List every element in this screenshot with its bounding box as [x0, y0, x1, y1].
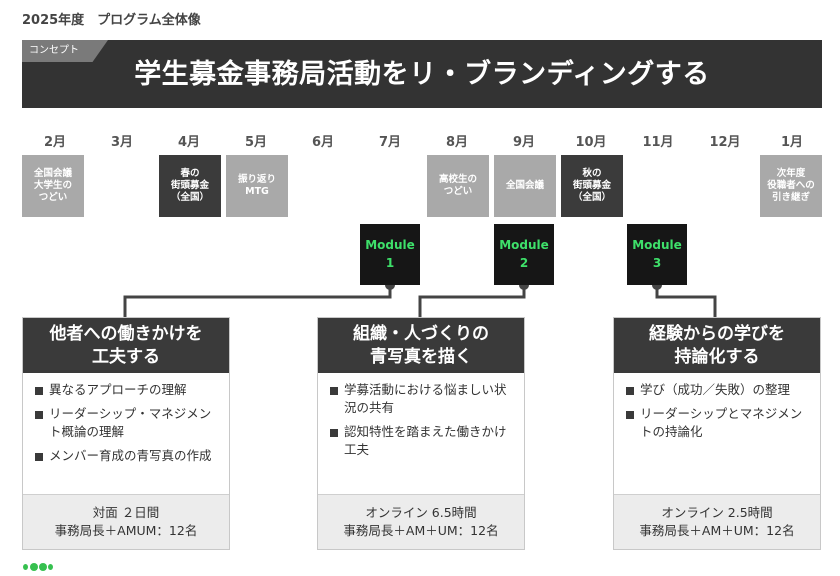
card-footer: オンライン 6.5時間 事務局長＋AM＋UM：12名	[318, 494, 524, 549]
card-format: オンライン 6.5時間	[365, 504, 477, 520]
card-footer: オンライン 2.5時間 事務局長＋AM＋UM：12名	[614, 494, 820, 549]
month-label: 3月	[110, 135, 134, 150]
list-item: リーダーシップ・マネジメント概論の理解	[35, 405, 219, 441]
month-label: 4月	[177, 135, 201, 150]
card-item-list: 学び（成功／失敗）の整理 リーダーシップとマネジメントの持論化	[614, 373, 820, 441]
logo-dot	[48, 564, 53, 570]
module-label: Module	[499, 238, 549, 253]
month-label: 2月	[43, 135, 67, 150]
event-box: 全国会議	[494, 155, 556, 217]
module-1-badge: Module 1	[360, 224, 420, 285]
event-box: 振り返り MTG	[226, 155, 288, 217]
card-title-line: 組織・人づくりの	[353, 323, 489, 344]
event-box: 秋の 街頭募金 （全国）	[561, 155, 623, 217]
list-item: 異なるアプローチの理解	[35, 381, 219, 399]
card-title-line: 経験からの学びを	[649, 323, 785, 344]
month-label: 7月	[378, 135, 402, 150]
month-label: 5月	[244, 135, 268, 150]
month-label: 6月	[311, 135, 335, 150]
event-box: 春の 街頭募金 （全国）	[159, 155, 221, 217]
event-box: 次年度 役職者への 引き継ぎ	[760, 155, 822, 217]
card-title: 経験からの学びを 持論化する	[614, 318, 820, 373]
module-number: 3	[652, 255, 662, 270]
logo-dot	[23, 564, 28, 570]
event-box: 全国会議 大学生の つどい	[22, 155, 84, 217]
page-title: 2025年度 プログラム全体像	[22, 13, 201, 28]
month-label: 9月	[512, 135, 536, 150]
month-label: 12月	[709, 135, 741, 150]
list-item: 学募活動における悩ましい状況の共有	[330, 381, 514, 417]
logo-dot	[30, 563, 38, 571]
card-title: 組織・人づくりの 青写真を描く	[318, 318, 524, 373]
month-label: 1月	[780, 135, 804, 150]
card-title-line: 持論化する	[674, 346, 760, 367]
card-participants: 事務局長＋AM＋UM：12名	[639, 523, 795, 538]
month-label: 10月	[575, 135, 607, 150]
module-number: 2	[519, 255, 529, 270]
card-participants: 事務局長＋AMUM：12名	[54, 523, 198, 538]
concept-tag: コンセプト	[22, 40, 108, 62]
card-format: オンライン 2.5時間	[661, 504, 773, 520]
module-label: Module	[632, 238, 682, 253]
module-2-card: 組織・人づくりの 青写真を描く 学募活動における悩ましい状況の共有 認知特性を踏…	[317, 317, 525, 550]
card-title-line: 青写真を描く	[370, 346, 472, 367]
module-3-badge: Module 3	[627, 224, 687, 285]
logo-dot	[39, 563, 47, 571]
card-format: 対面 ２日間	[92, 504, 160, 520]
module-2-badge: Module 2	[494, 224, 554, 285]
card-title-line: 他者への働きかけを	[49, 323, 203, 344]
concept-banner	[22, 40, 822, 108]
card-item-list: 異なるアプローチの理解 リーダーシップ・マネジメント概論の理解 メンバー育成の青…	[23, 373, 229, 466]
list-item: メンバー育成の青写真の作成	[35, 447, 219, 465]
card-title: 他者への働きかけを 工夫する	[23, 318, 229, 373]
module-1-card: 他者への働きかけを 工夫する 異なるアプローチの理解 リーダーシップ・マネジメン…	[22, 317, 230, 550]
event-box: 高校生の つどい	[427, 155, 489, 217]
module-3-card: 経験からの学びを 持論化する 学び（成功／失敗）の整理 リーダーシップとマネジメ…	[613, 317, 821, 550]
list-item: 学び（成功／失敗）の整理	[626, 381, 810, 399]
card-footer: 対面 ２日間 事務局長＋AMUM：12名	[23, 494, 229, 549]
list-item: 認知特性を踏まえた働きかけ工夫	[330, 423, 514, 459]
card-item-list: 学募活動における悩ましい状況の共有 認知特性を踏まえた働きかけ工夫	[318, 373, 524, 460]
card-title-line: 工夫する	[92, 346, 160, 367]
card-participants: 事務局長＋AM＋UM：12名	[343, 523, 499, 538]
module-number: 1	[385, 255, 395, 270]
month-label: 8月	[445, 135, 469, 150]
module-label: Module	[365, 238, 415, 253]
concept-text: 学生募金事務局活動をリ・ブランディングする	[134, 59, 710, 90]
month-label: 11月	[642, 135, 674, 150]
list-item: リーダーシップとマネジメントの持論化	[626, 405, 810, 441]
